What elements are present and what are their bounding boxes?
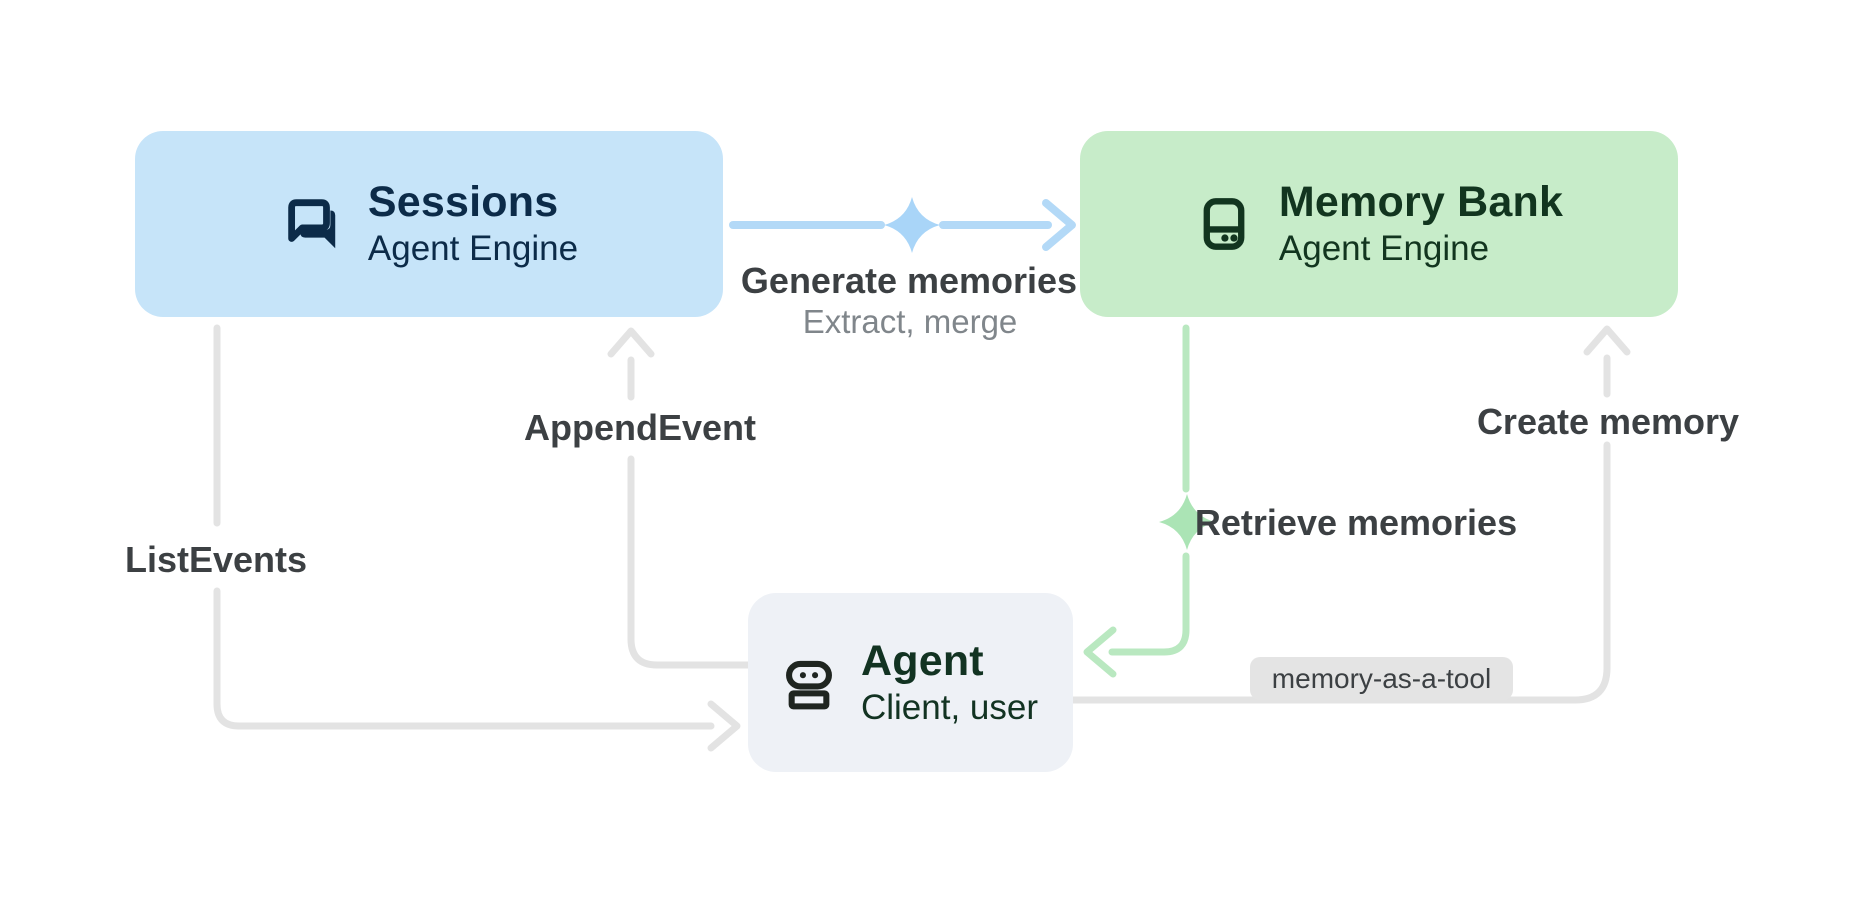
node-subtitle: Client, user (860, 687, 1039, 727)
arrowhead-right-icon (1042, 199, 1076, 251)
node-sessions: Sessions Agent Engine (135, 131, 723, 317)
node-title: Agent (860, 636, 984, 685)
edge-append-event-line (607, 327, 752, 669)
robot-icon (786, 660, 832, 709)
node-agent: Agent Client, user (748, 593, 1073, 772)
node-subtitle: Agent Engine (367, 229, 579, 268)
arrowhead-left-icon (1083, 626, 1117, 678)
edge-label-list-events: ListEvents (124, 539, 308, 580)
memory-storage-icon (1203, 198, 1245, 250)
memory-as-a-tool-tag: memory-as-a-tool (1250, 657, 1513, 700)
arrowhead-right-icon (707, 700, 741, 752)
edge-list-events-line (213, 324, 741, 752)
edge-label-append-event: AppendEvent (523, 407, 757, 448)
node-title: Memory Bank (1278, 178, 1564, 226)
edge-retrieve-memories-line (1083, 324, 1190, 678)
sparkle-icon (1159, 494, 1215, 550)
edge-generate-memories-line (729, 199, 1076, 251)
edge-label-retrieve-memories: Retrieve memories (1194, 502, 1518, 543)
sparkle-icon (884, 197, 940, 253)
node-title: Sessions (367, 178, 559, 226)
edge-sublabel-extract-merge: Extract, merge (802, 303, 1018, 340)
node-subtitle: Agent Engine (1278, 229, 1490, 268)
arrowhead-up-icon (607, 327, 655, 358)
edge-label-generate-memories: Generate memories (740, 260, 1078, 301)
edge-label-create-memory: Create memory (1476, 401, 1740, 442)
arrowhead-up-icon (1583, 325, 1631, 356)
edge-create-memory-line (1069, 325, 1631, 704)
chat-forum-icon (288, 199, 336, 249)
node-memory-bank: Memory Bank Agent Engine (1080, 131, 1678, 317)
